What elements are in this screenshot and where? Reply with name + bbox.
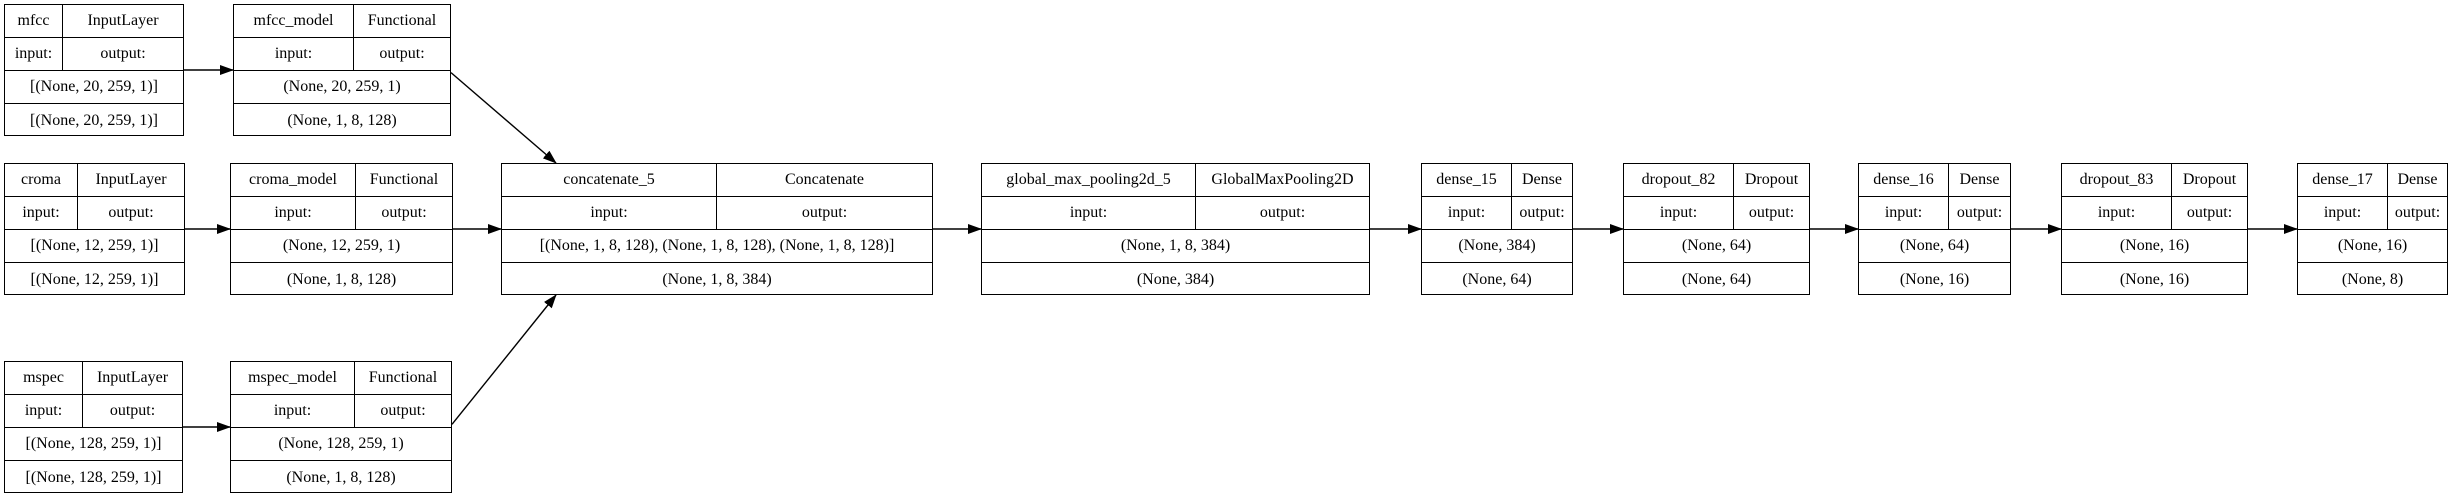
input-label: input: <box>2323 204 2362 221</box>
layer-name: mfcc_model <box>253 12 334 29</box>
input-label: input: <box>273 402 312 419</box>
output-label: output: <box>355 197 452 229</box>
output-label: output: <box>77 197 184 229</box>
layer-name: dense_16 <box>1873 171 1934 188</box>
input-shape: [(None, 1, 8, 128), (None, 1, 8, 128), (… <box>539 237 895 254</box>
output-label: output: <box>1948 197 2010 229</box>
output-shape: (None, 1, 8, 128) <box>287 111 397 129</box>
layer-type: Functional <box>353 5 450 37</box>
output-label: output: <box>2171 197 2247 229</box>
layer-type: InputLayer <box>77 164 184 196</box>
layer-node-mspec-model: mspec_model Functional input: output: (None,… <box>230 361 452 493</box>
layer-type: Functional <box>355 164 452 196</box>
output-label: output: <box>1195 197 1369 229</box>
layer-type: Dropout <box>2171 164 2247 196</box>
output-shape: (None, 64) <box>1462 270 1532 288</box>
layer-name: mspec <box>23 369 64 386</box>
input-label: input: <box>274 45 313 62</box>
input-label: input: <box>1659 204 1698 221</box>
layer-node-croma: croma InputLayer input: output: [(None, 12, … <box>4 163 185 295</box>
input-shape: (None, 20, 259, 1) <box>283 78 401 95</box>
input-label: input: <box>1069 204 1108 221</box>
output-label: output: <box>2387 197 2447 229</box>
output-label: output: <box>716 197 932 229</box>
output-shape: (None, 1, 8, 128) <box>286 270 397 288</box>
input-shape: (None, 64) <box>1681 237 1752 254</box>
output-shape: [(None, 20, 259, 1)] <box>30 111 158 129</box>
output-shape: (None, 1, 8, 384) <box>662 270 772 288</box>
output-label: output: <box>82 395 182 427</box>
layer-type: GlobalMaxPooling2D <box>1195 164 1369 196</box>
layer-name: dense_15 <box>1436 171 1497 188</box>
layer-node-dense-15: dense_15 Dense input: output: (None, 384) (No… <box>1421 163 1573 295</box>
layer-node-dense-16: dense_16 Dense input: output: (None, 64) (Non… <box>1858 163 2011 295</box>
layer-type: Dense <box>2387 164 2447 196</box>
layer-node-concatenate-5: concatenate_5 Concatenate input: output: [(N… <box>501 163 933 295</box>
output-shape: (None, 16) <box>2119 270 2190 288</box>
layer-node-mspec: mspec InputLayer input: output: [(None, 128,… <box>4 361 183 493</box>
input-label: input: <box>1447 204 1486 221</box>
input-shape: [(None, 128, 259, 1)] <box>25 435 162 452</box>
edge-mspec-model-to-concatenate-5 <box>451 294 557 425</box>
output-shape: (None, 16) <box>1899 270 1970 288</box>
input-shape: (None, 16) <box>2337 237 2408 254</box>
input-shape: (None, 12, 259, 1) <box>282 237 401 254</box>
input-label: input: <box>24 402 63 419</box>
layer-name: mfcc <box>17 12 50 29</box>
layer-type: Dense <box>1511 164 1572 196</box>
layer-name: mspec_model <box>248 369 337 386</box>
layer-type: Concatenate <box>716 164 932 196</box>
diagram-edges <box>183 65 2298 432</box>
input-shape: (None, 384) <box>1458 237 1536 254</box>
input-shape: (None, 1, 8, 384) <box>1120 237 1231 254</box>
layer-name: dropout_83 <box>2079 171 2154 188</box>
layer-node-dropout-83: dropout_83 Dropout input: output: (None, 16)… <box>2061 163 2248 295</box>
input-label: input: <box>2097 204 2136 221</box>
output-label: output: <box>353 38 450 70</box>
layer-node-dropout-82: dropout_82 Dropout input: output: (None, 64)… <box>1623 163 1810 295</box>
input-shape: (None, 16) <box>2119 237 2190 254</box>
output-shape: [(None, 128, 259, 1)] <box>25 468 162 486</box>
input-label: input: <box>22 204 60 221</box>
layer-type: Dense <box>1948 164 2010 196</box>
input-label: input: <box>14 45 53 62</box>
output-label: output: <box>62 38 183 70</box>
layer-name: croma_model <box>249 171 337 188</box>
input-label: input: <box>590 204 628 221</box>
output-shape: (None, 1, 8, 128) <box>286 468 396 486</box>
output-shape: [(None, 12, 259, 1)] <box>30 270 159 288</box>
layer-node-mfcc-model: mfcc_model Functional input: output: (None, … <box>233 4 451 136</box>
layer-node-global-max-pooling2d-5: global_max_pooling2d_5 GlobalMaxPooling2D… <box>981 163 1370 295</box>
output-label: output: <box>1511 197 1572 229</box>
output-label: output: <box>1733 197 1809 229</box>
input-label: input: <box>1884 204 1923 221</box>
output-shape: (None, 64) <box>1681 270 1752 288</box>
output-label: output: <box>354 395 451 427</box>
input-shape: [(None, 12, 259, 1)] <box>30 237 159 254</box>
layer-type: InputLayer <box>62 5 183 37</box>
output-shape: (None, 8) <box>2341 270 2404 288</box>
input-shape: [(None, 20, 259, 1)] <box>30 78 158 95</box>
layer-type: Dropout <box>1733 164 1809 196</box>
layer-node-dense-17: dense_17 Dense input: output: (None, 16) (Non… <box>2297 163 2448 295</box>
layer-type: Functional <box>354 362 451 394</box>
layer-name: concatenate_5 <box>563 171 655 188</box>
layer-name: global_max_pooling2d_5 <box>1006 171 1171 188</box>
input-label: input: <box>274 204 312 221</box>
input-shape: (None, 128, 259, 1) <box>278 435 404 452</box>
layer-node-croma-model: croma_model Functional input: output: (None,… <box>230 163 453 295</box>
input-shape: (None, 64) <box>1899 237 1970 254</box>
layer-name: dense_17 <box>2312 171 2373 188</box>
layer-name: croma <box>21 171 61 188</box>
layer-node-mfcc: mfcc InputLayer input: output: [(None, 20, 2… <box>4 4 184 136</box>
layer-type: InputLayer <box>82 362 182 394</box>
output-shape: (None, 384) <box>1136 270 1215 288</box>
edge-mfcc-model-to-concatenate-5 <box>450 72 557 164</box>
layer-name: dropout_82 <box>1641 171 1716 188</box>
